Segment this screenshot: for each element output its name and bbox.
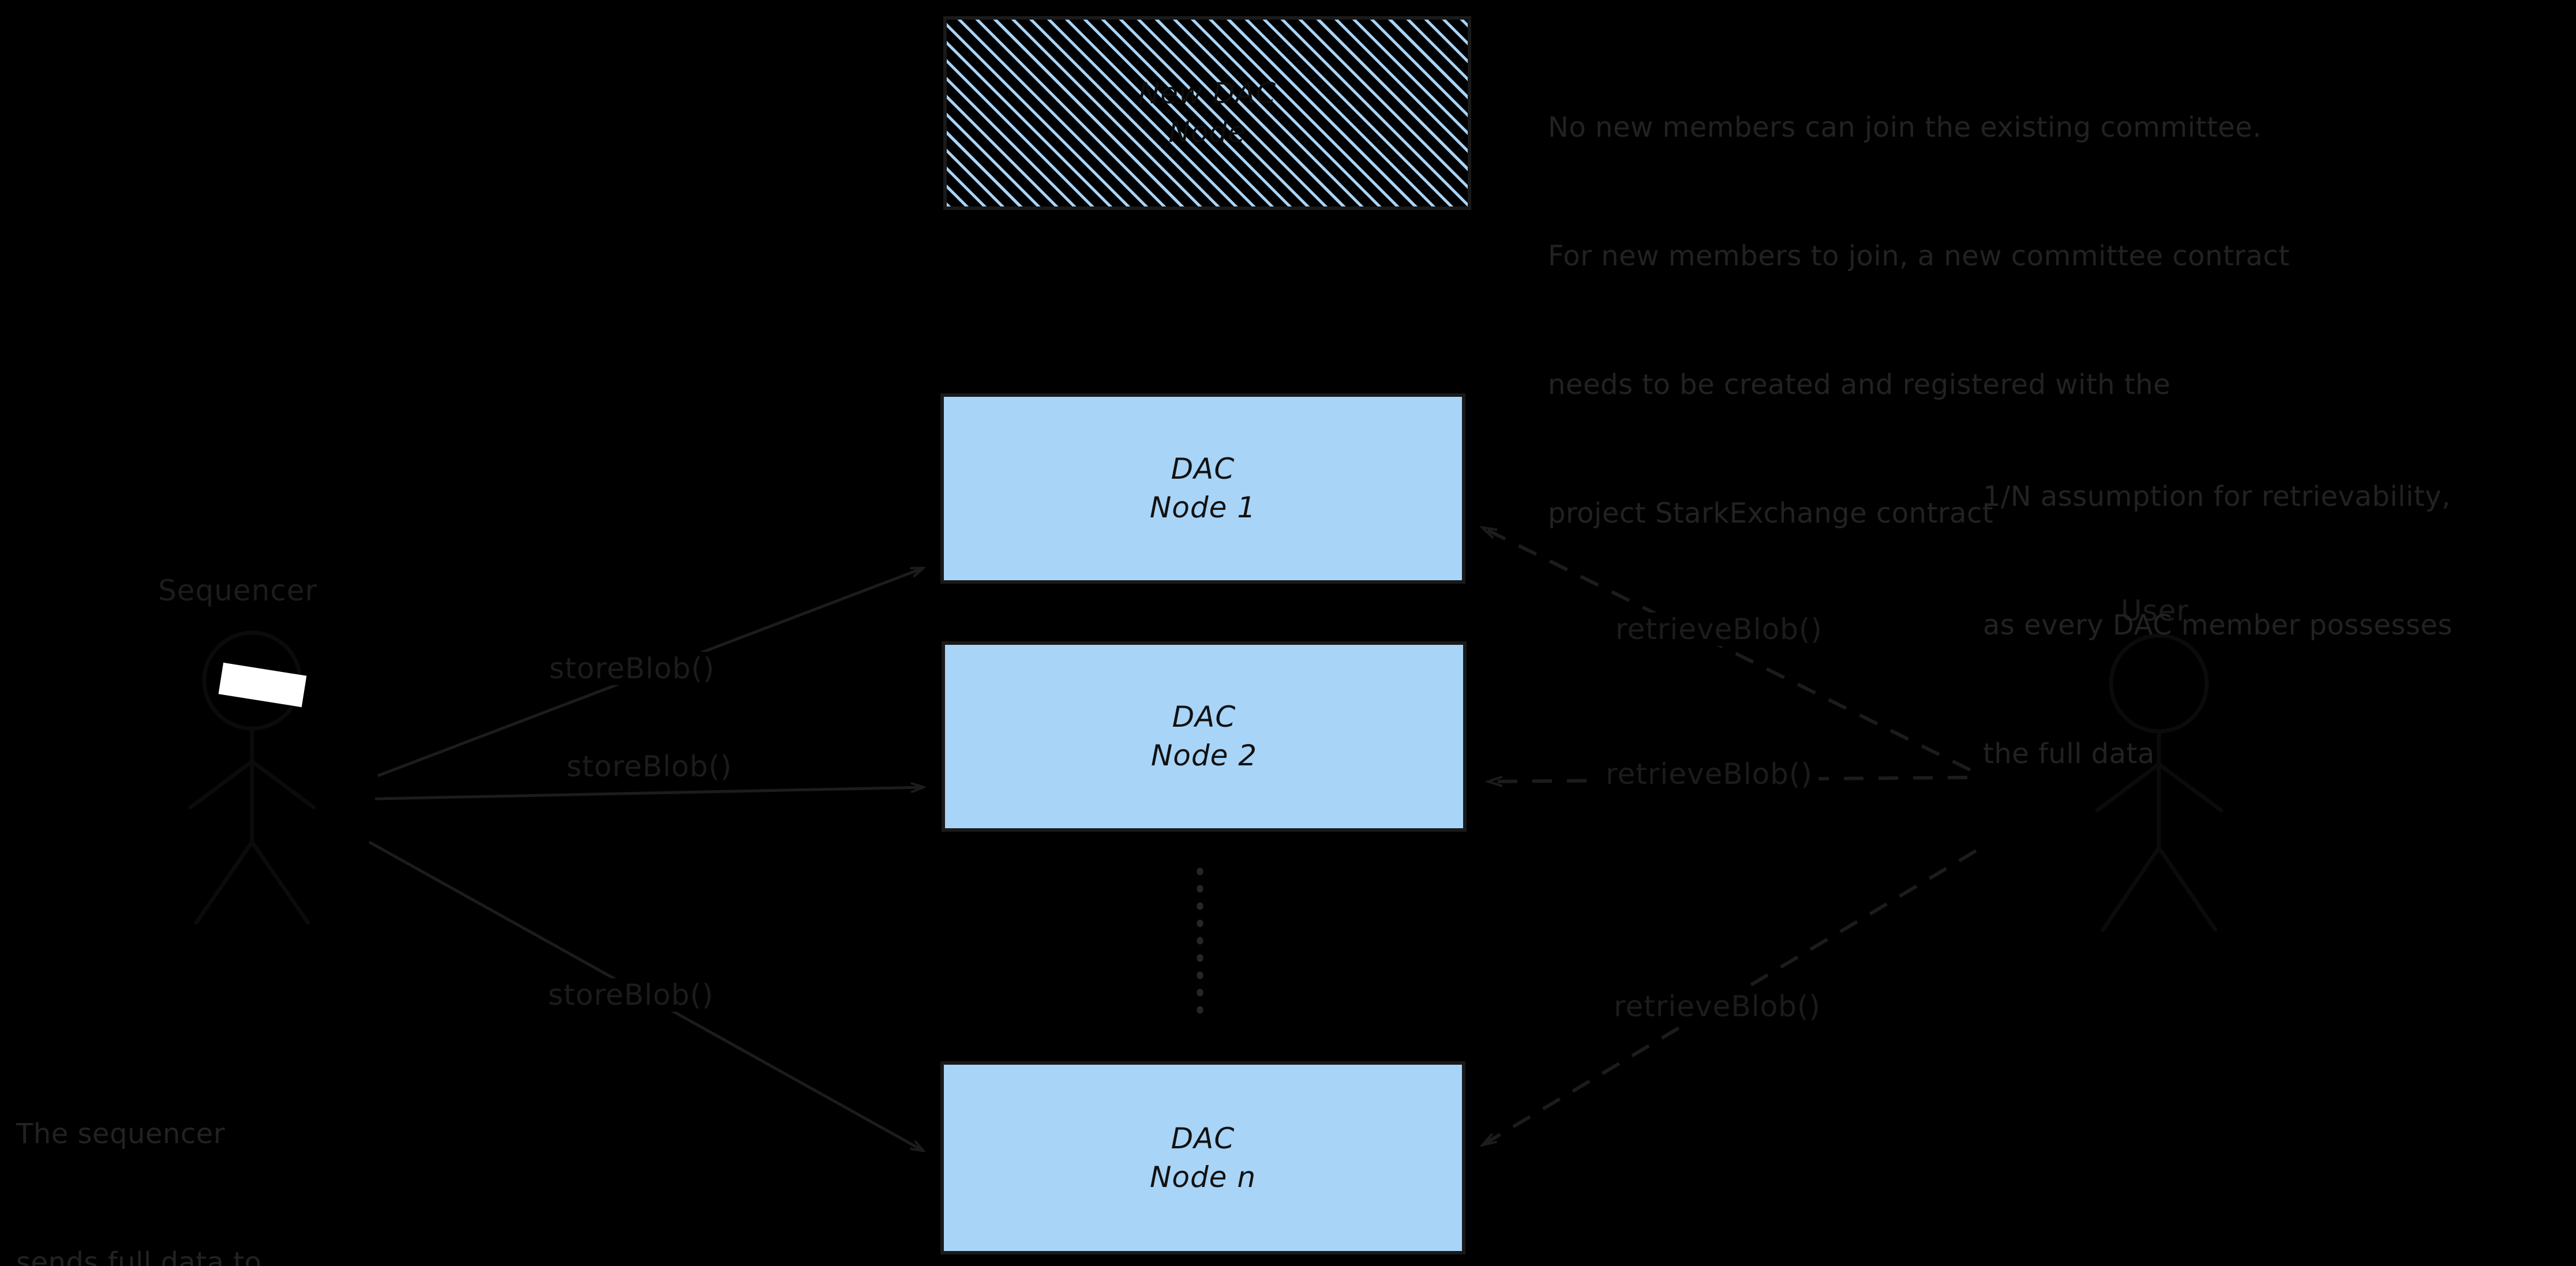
node-dac-node-n-line2: Node n: [1149, 1160, 1257, 1194]
edge-label-retrieve-1: retrieveBlob(): [1610, 613, 1828, 646]
edge-label-store-n: storeBlob(): [542, 978, 720, 1012]
edge-retrieve-2: [1488, 777, 1968, 782]
note-committee-line-4: project StarkExchange contract: [1548, 497, 1994, 530]
note-committee: No new members can join the existing com…: [1548, 20, 2471, 621]
note-committee-line-1: No new members can join the existing com…: [1548, 111, 2262, 144]
edge-store-2: [374, 787, 923, 801]
edge-label-store-2: storeBlob(): [561, 750, 738, 783]
actor-label-user: User: [2121, 594, 2189, 628]
note-sequencer-parallel-line-2: sends full data to: [16, 1246, 262, 1266]
edge-label-store-1: storeBlob(): [543, 652, 721, 685]
node-new-dac-node-line1: New DAC: [1138, 77, 1277, 110]
note-retrievability-line-2: as every DAC member possesses: [1983, 608, 2453, 641]
node-dac-node-1-line2: Node 1: [1149, 491, 1257, 524]
node-dac-node-2-label: DAC Node 2: [1151, 698, 1257, 775]
actor-label-sequencer: Sequencer: [158, 574, 318, 607]
node-new-dac-node-label: New DAC Node: [1138, 74, 1277, 152]
sequencer-stick-figure: [188, 630, 316, 925]
node-dac-node-1-line1: DAC: [1171, 452, 1235, 486]
node-dac-node-n[interactable]: DAC Node n: [940, 1061, 1465, 1254]
note-retrievability-line-1: 1/N assumption for retrievability,: [1983, 480, 2451, 513]
edge-label-retrieve-2: retrieveBlob(): [1600, 757, 1818, 791]
edge-retrieve-1: [1483, 528, 1971, 772]
node-new-dac-node-line2: Node: [1168, 115, 1246, 149]
node-dac-node-2-line1: DAC: [1172, 700, 1236, 734]
note-sequencer-parallel: The sequencer sends full data to all mem…: [16, 1027, 455, 1266]
note-retrievability-line-3: the full data: [1983, 738, 2155, 771]
node-dac-node-1[interactable]: DAC Node 1: [940, 393, 1465, 584]
node-dac-node-2-line2: Node 2: [1150, 739, 1258, 772]
node-new-dac-node[interactable]: New DAC Node: [943, 16, 1471, 210]
edge-label-retrieve-n: retrieveBlob(): [1608, 990, 1827, 1023]
note-committee-line-2: For new members to join, a new committee…: [1548, 239, 2290, 272]
user-stick-figure: [2095, 633, 2223, 932]
node-dac-node-n-label: DAC Node n: [1150, 1120, 1256, 1197]
note-committee-line-3: needs to be created and registered with …: [1548, 369, 2171, 401]
node-dac-node-n-line1: DAC: [1171, 1121, 1235, 1155]
node-dac-node-2[interactable]: DAC Node 2: [942, 641, 1467, 832]
note-retrievability: 1/N assumption for retrievability, as ev…: [1983, 389, 2576, 861]
note-sequencer-parallel-line-1: The sequencer: [16, 1117, 226, 1150]
node-dac-node-1-label: DAC Node 1: [1150, 450, 1256, 527]
